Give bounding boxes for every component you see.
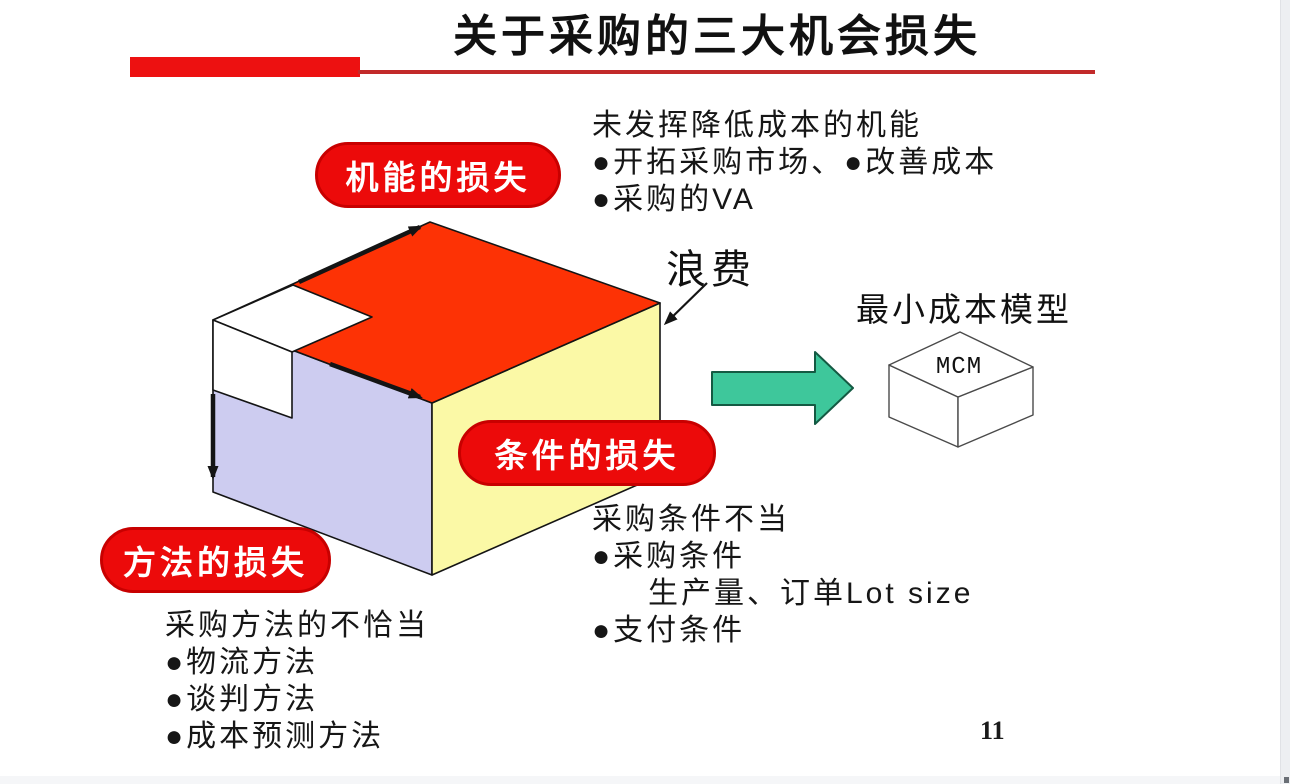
corner-resize-mark <box>1284 777 1289 783</box>
method-loss-line: ●物流方法 <box>165 646 319 679</box>
condition-loss-line: ●采购条件 <box>592 540 746 573</box>
title-underline-thin <box>358 70 1095 74</box>
function-loss-textblock: 未发挥降低成本的机能 ●开拓采购市场、●改善成本 ●采购的VA <box>592 107 997 218</box>
waste-label: 浪费 <box>666 248 756 292</box>
waste-pointer-arrow <box>663 282 708 326</box>
pill-condition-loss: 条件的损失 <box>458 420 716 486</box>
condition-loss-textblock: 采购条件不当 ●采购条件 生产量、订单Lot size ●支付条件 <box>592 501 973 649</box>
pill-method-loss-label: 方法的损失 <box>123 544 308 581</box>
box-left-notch <box>212 319 293 419</box>
page-number: 11 <box>980 716 1005 745</box>
title-underline-thick <box>130 57 360 77</box>
condition-loss-line: ●支付条件 <box>592 614 746 647</box>
function-loss-line: ●开拓采购市场、●改善成本 <box>592 146 998 179</box>
method-loss-line: ●谈判方法 <box>165 683 319 716</box>
page-title: 关于采购的三大机会损失 <box>453 12 981 61</box>
front-edge-arrow <box>329 361 423 400</box>
mcm-top-face <box>888 331 1034 398</box>
method-loss-textblock: 采购方法的不恰当 ●物流方法 ●谈判方法 ●成本预测方法 <box>165 607 429 755</box>
box-top-face <box>212 221 661 404</box>
method-loss-line: ●成本预测方法 <box>165 720 385 753</box>
top-edge-arrow <box>298 224 423 285</box>
flow-right-arrow <box>711 351 854 425</box>
pill-method-loss: 方法的损失 <box>100 527 331 593</box>
right-edge-strip <box>1280 0 1290 784</box>
function-loss-heading: 未发挥降低成本的机能 <box>592 109 922 142</box>
pill-function-loss: 机能的损失 <box>315 142 561 208</box>
method-loss-heading: 采购方法的不恰当 <box>165 609 429 642</box>
pill-function-loss-label: 机能的损失 <box>345 159 531 196</box>
mcm-title: 最小成本模型 <box>856 291 1072 328</box>
pill-condition-loss-label: 条件的损失 <box>494 437 680 474</box>
function-loss-line: ●采购的VA <box>592 183 756 216</box>
mcm-box-label: MCM <box>936 354 982 381</box>
condition-loss-line: 生产量、订单Lot size <box>648 577 974 610</box>
condition-loss-heading: 采购条件不当 <box>592 503 790 536</box>
bottom-edge-strip <box>0 776 1290 784</box>
